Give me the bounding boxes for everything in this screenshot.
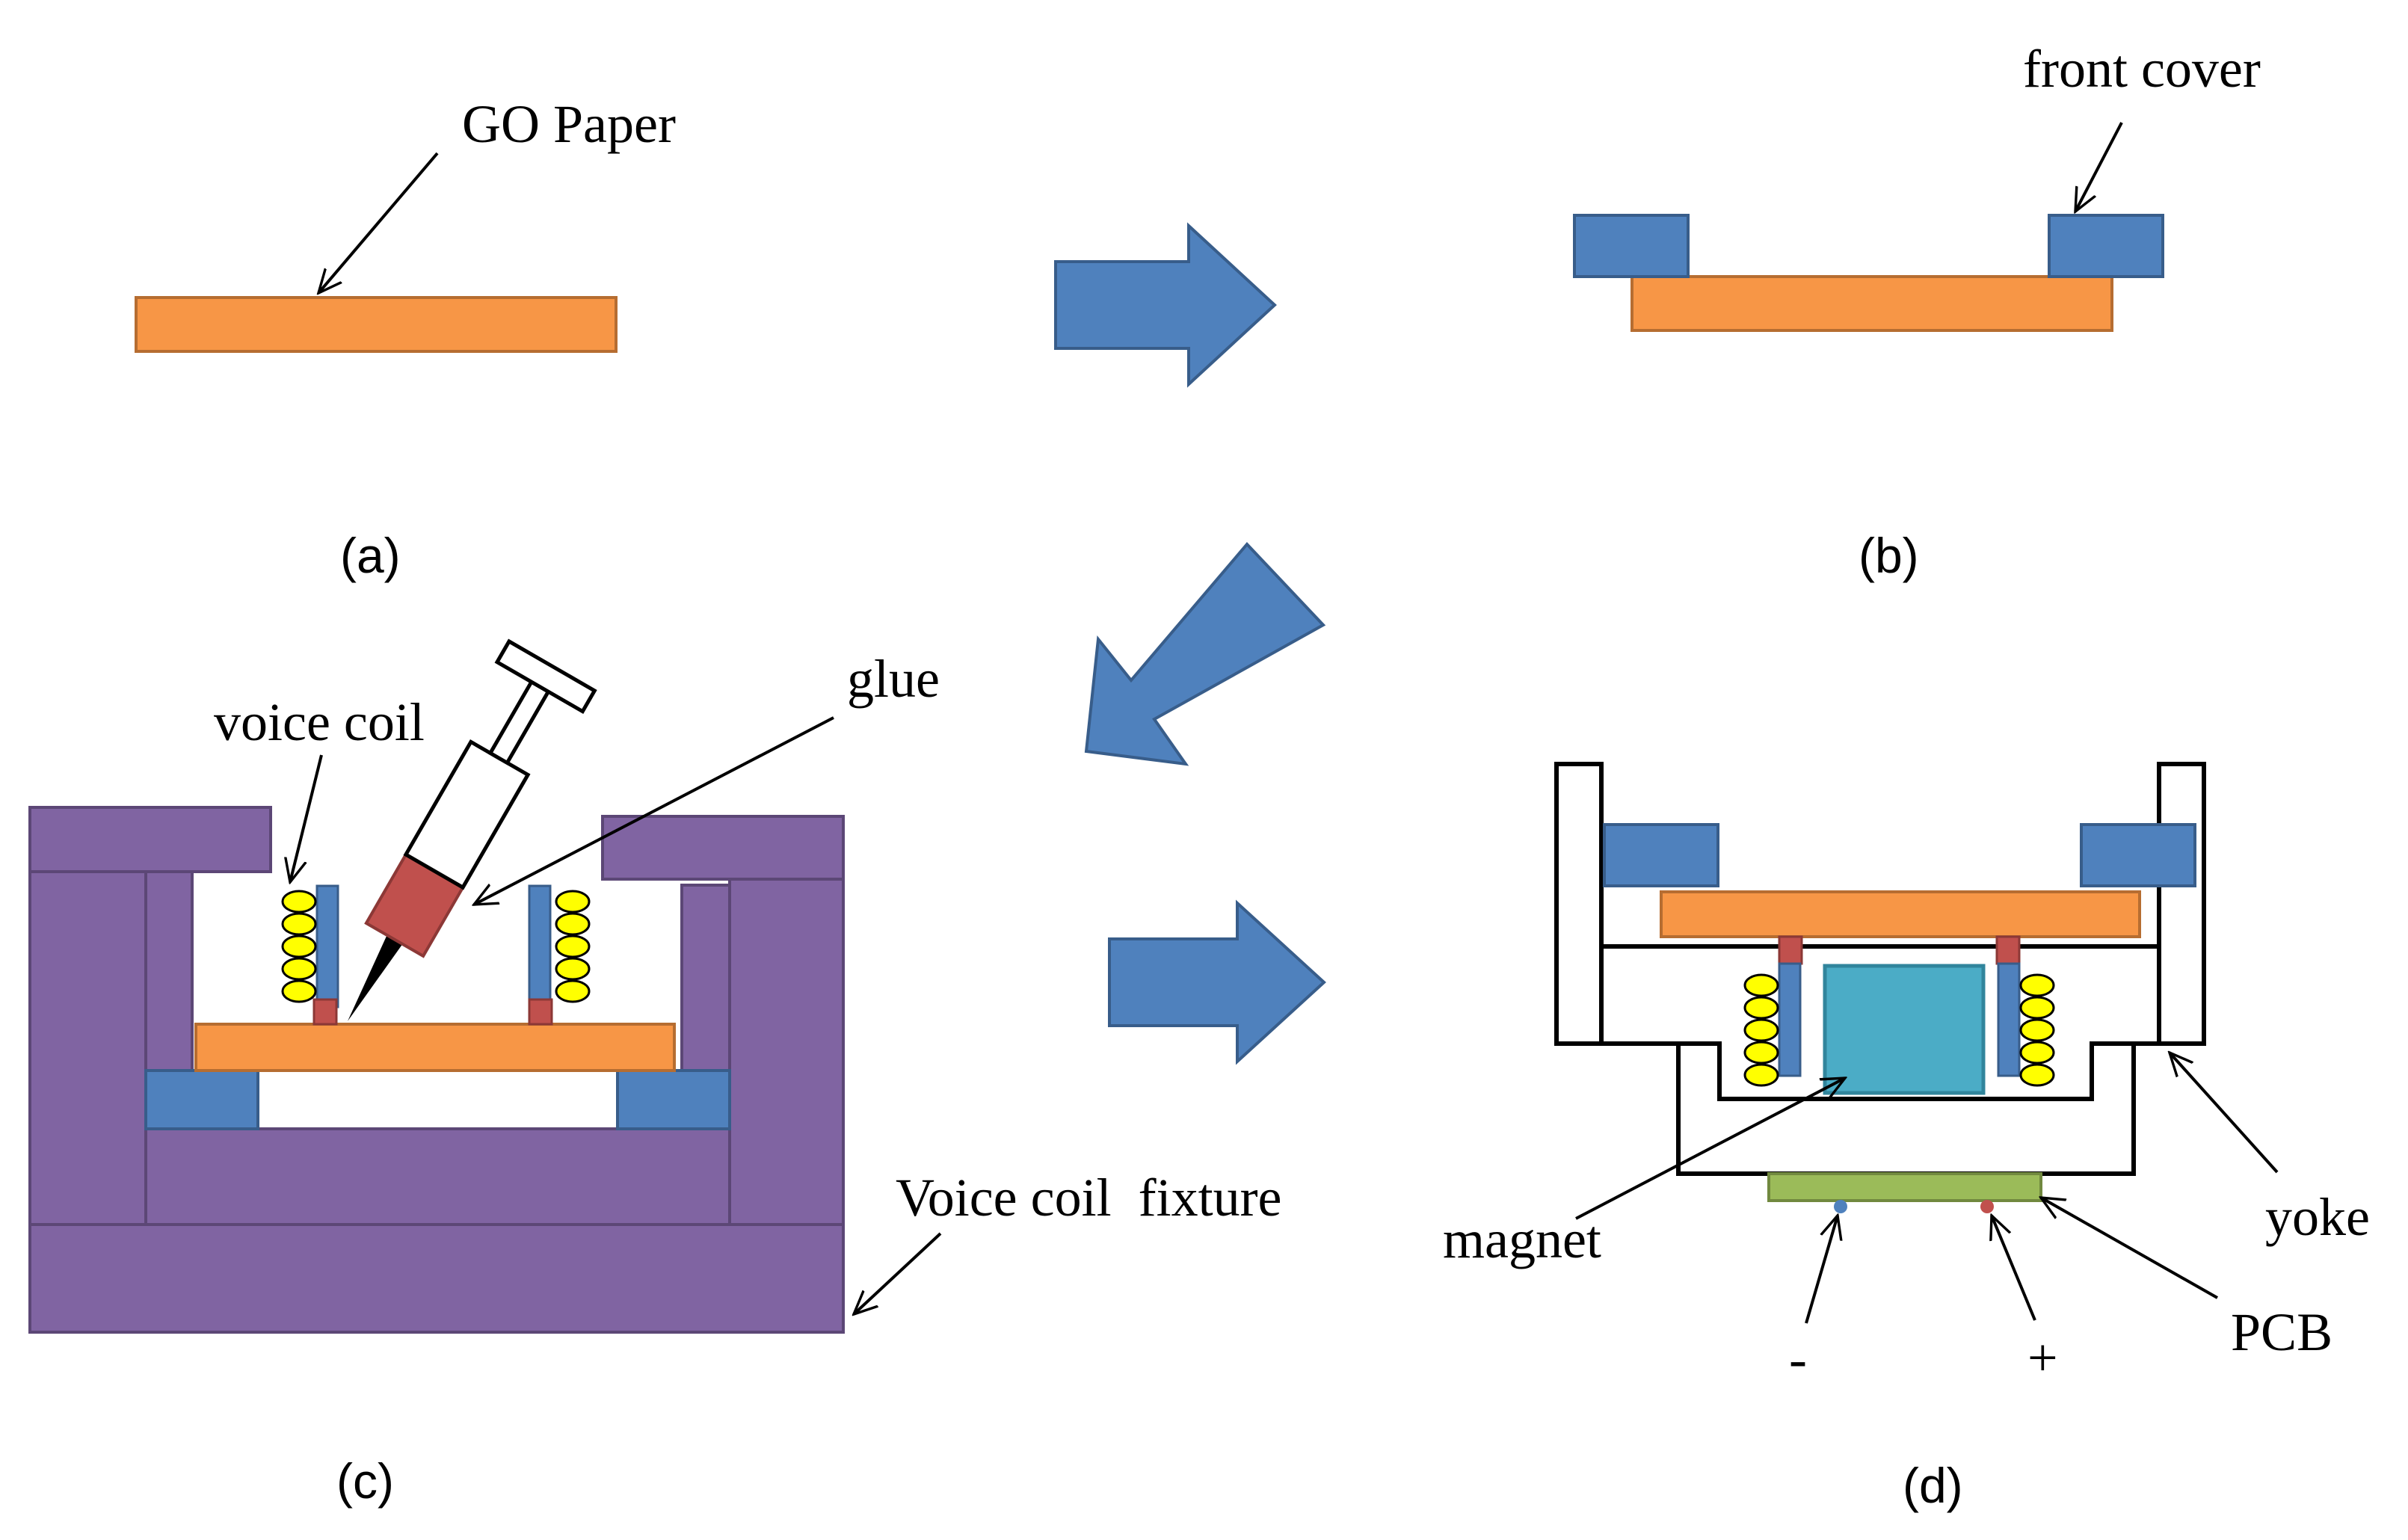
fixture-label: Voice coil fixture [896, 1168, 1282, 1228]
fixture-left-wall [28, 870, 147, 1226]
caption-d: (d) [1903, 1458, 1963, 1513]
yoke-label: yoke [2265, 1187, 2370, 1247]
yoke-pointer [2170, 1053, 2279, 1174]
coil-former-right [528, 884, 552, 1008]
caption-b: (b) [1859, 528, 1919, 583]
glue-pointer [474, 716, 834, 905]
panel-a: GO Paper (a) [135, 94, 676, 583]
arrow-b-to-c [1084, 542, 1326, 766]
terminal-plus [1980, 1200, 1994, 1213]
fixture-right-post [680, 884, 731, 1072]
front-cover-left [144, 1069, 259, 1130]
coil-former-right [1997, 962, 2021, 1077]
go-paper [1631, 275, 2113, 332]
front-cover-left [1573, 214, 1690, 278]
voice-coil-pointer [290, 754, 323, 882]
glue-syringe [347, 638, 597, 1021]
go-paper-label: GO Paper [462, 94, 676, 154]
fixture-left-lip [28, 806, 272, 873]
front-cover-right [2048, 214, 2164, 278]
process-arrows [1054, 222, 1326, 1065]
arrow-c-to-d [1108, 899, 1326, 1065]
voice-coil-right [555, 890, 591, 1003]
syringe-plunger [487, 679, 551, 766]
glue-dot-right [528, 998, 553, 1026]
fixture-right-lip [601, 815, 845, 881]
voice-coil-label: voice coil [214, 692, 425, 752]
minus-pointer [1805, 1216, 1838, 1324]
yoke-inner [1599, 946, 2161, 1101]
magnet-label: magnet [1443, 1210, 1601, 1269]
terminal-minus [1834, 1200, 1847, 1213]
arrow-a-to-b [1054, 222, 1277, 388]
magnet-pointer [1575, 1078, 1845, 1220]
voice-coil-left [1743, 973, 1779, 1087]
panel-d: magnet yoke PCB - + (d) [1443, 762, 2370, 1513]
pcb-label: PCB [2231, 1302, 2332, 1362]
pcb [1767, 1172, 2042, 1202]
caption-c: (c) [336, 1453, 394, 1509]
front-cover-label: front cover [2023, 39, 2261, 99]
glue-dot-right [1995, 935, 2021, 965]
panel-c: voice coil glue Voice coil fixture (c) [28, 638, 1282, 1509]
panel-b: front cover (b) [1573, 39, 2261, 583]
go-paper-pointer [318, 152, 439, 293]
pcb-pointer [2041, 1198, 2218, 1299]
caption-a: (a) [340, 528, 401, 583]
fixture-pointer [854, 1232, 942, 1314]
plus-pointer [1992, 1216, 2036, 1321]
syringe-barrel [403, 739, 531, 890]
voice-coil-left [281, 890, 317, 1003]
fixture-base [28, 1223, 845, 1334]
go-paper [135, 296, 618, 353]
fixture-left-post [144, 870, 194, 1072]
coil-former-left [1778, 962, 1802, 1077]
front-cover-right [2080, 823, 2196, 887]
magnet [1823, 964, 1986, 1095]
front-cover-left [1603, 823, 1719, 887]
front-cover-right [616, 1069, 731, 1130]
coil-former-left [315, 884, 339, 1008]
syringe-handle [494, 638, 597, 715]
glue-dot-left [312, 998, 338, 1026]
minus-label: - [1789, 1329, 1807, 1389]
go-paper [1660, 890, 2141, 938]
glue-label: glue [847, 649, 940, 709]
voice-coil-right [2019, 973, 2055, 1087]
fixture-floor [144, 1127, 731, 1226]
syringe-needle [347, 934, 403, 1021]
plus-label: + [2027, 1328, 2058, 1387]
glue-dot-left [1778, 935, 1803, 965]
fixture-right-wall [728, 870, 845, 1226]
go-paper [194, 1023, 676, 1072]
front-cover-pointer [2075, 122, 2123, 212]
